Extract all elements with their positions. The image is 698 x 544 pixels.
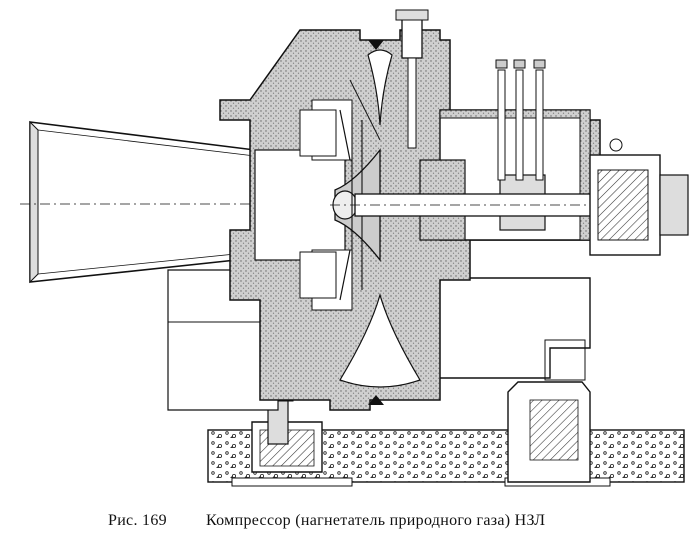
instrument-probes xyxy=(495,59,546,181)
figure-title: Компрессор (нагнетатель природного газа)… xyxy=(206,512,546,529)
top-fitting xyxy=(395,9,429,149)
compressor-diagram xyxy=(20,9,690,487)
figure-caption: Рис. 169 Компрессор (нагнетатель природн… xyxy=(0,508,698,538)
inlet-cone xyxy=(20,120,330,284)
right-support xyxy=(507,381,591,483)
coupling xyxy=(589,138,689,256)
base-frame xyxy=(167,269,591,411)
figure-label: Рис. 169 xyxy=(108,512,167,529)
diffuser-vanes xyxy=(299,109,351,301)
